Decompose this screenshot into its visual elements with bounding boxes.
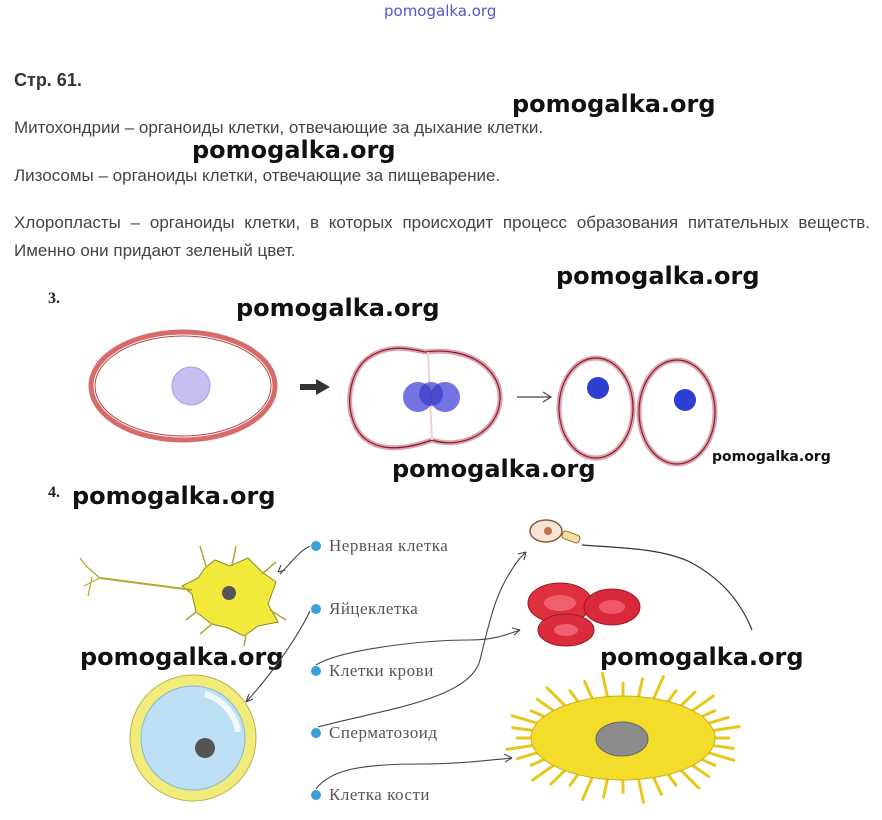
connector-neuron	[279, 545, 311, 575]
bone-spike	[529, 709, 549, 720]
dividing-nucleus	[403, 382, 460, 412]
arrow-thin	[517, 391, 553, 403]
bone-spike	[707, 725, 741, 733]
bone-spike	[511, 726, 539, 733]
label-dot	[311, 790, 321, 800]
bone-spike	[531, 762, 558, 782]
bone-spike	[510, 714, 543, 726]
blood-cells-illustration	[527, 582, 641, 647]
bone-spike	[651, 675, 665, 703]
label-bone-cell: Клетка кости	[329, 785, 430, 804]
connector-sperm	[317, 551, 527, 728]
bone-spike	[545, 686, 569, 709]
bone-spike	[677, 690, 697, 709]
bone-spike	[568, 771, 581, 787]
label-dot	[311, 541, 321, 551]
watermark: pomogalka.org	[236, 294, 440, 322]
watermark: pomogalka.org	[392, 455, 596, 483]
task-3-number: 3.	[48, 290, 60, 307]
watermark: pomogalka.org	[600, 643, 804, 671]
label-nerve-cell: Нервная клетка	[329, 536, 449, 555]
bone-spike	[697, 756, 717, 767]
bone-spike	[505, 743, 539, 751]
bone-spike	[703, 715, 730, 726]
bone-spike	[516, 750, 543, 761]
egg-illustration	[129, 674, 257, 802]
bone-spike	[688, 694, 715, 714]
label-sperm: Сперматозоид	[329, 723, 438, 742]
label-dot	[311, 604, 321, 614]
watermark: pomogalka.org	[556, 262, 760, 290]
bone-spike	[665, 771, 678, 787]
bone-spike	[651, 773, 663, 796]
daughter-cell-left	[556, 355, 636, 461]
watermark: pomogalka.org	[72, 482, 276, 510]
watermark: pomogalka.org	[712, 449, 831, 465]
bone-spike	[549, 767, 569, 786]
connector-blood	[315, 629, 521, 666]
watermark: pomogalka.org	[192, 136, 396, 164]
daughter-cell-right	[636, 357, 718, 467]
task-4-number: 4.	[48, 484, 60, 501]
bone-spike	[677, 767, 701, 790]
bone-spike	[583, 680, 595, 703]
bone-spike	[636, 775, 645, 804]
bone-spike	[535, 697, 558, 714]
bone-spike	[581, 773, 595, 801]
label-dot	[311, 666, 321, 676]
bone-spike	[703, 750, 736, 762]
bone-spike	[707, 743, 735, 750]
label-egg-cell: Яйцеклетка	[329, 599, 419, 618]
label-dot	[311, 728, 321, 738]
bone-spike	[602, 775, 610, 799]
neuron-illustration	[79, 545, 287, 647]
dividing-cell	[347, 345, 503, 451]
arrow-bold	[300, 379, 330, 395]
bone-spike	[697, 709, 717, 720]
paragraph-mitochondria: Митохондрии – органоиды клетки, отвечающ…	[14, 118, 544, 137]
sperm-illustration	[529, 519, 753, 631]
site-logo: pomogalka.org	[384, 2, 497, 20]
bone-spike	[529, 756, 549, 767]
bone-cell-illustration	[505, 672, 741, 804]
paragraph-chloroplasts: Хлоропласты – органоиды клетки, в которы…	[14, 213, 870, 260]
bone-spike	[636, 677, 644, 701]
watermark: pomogalka.org	[512, 90, 716, 118]
watermark: pomogalka.org	[80, 643, 284, 671]
paragraph-lysosomes: Лизосомы – органоиды клетки, отвечающие …	[14, 166, 501, 185]
bone-spike	[665, 689, 678, 705]
parent-nucleus	[171, 366, 211, 406]
label-blood-cells: Клетки крови	[329, 661, 434, 680]
bone-spike	[601, 672, 610, 701]
parent-cell	[88, 329, 278, 443]
page-heading: Стр. 61.	[14, 70, 82, 90]
bone-spike	[688, 762, 711, 779]
bone-spike	[568, 689, 581, 705]
